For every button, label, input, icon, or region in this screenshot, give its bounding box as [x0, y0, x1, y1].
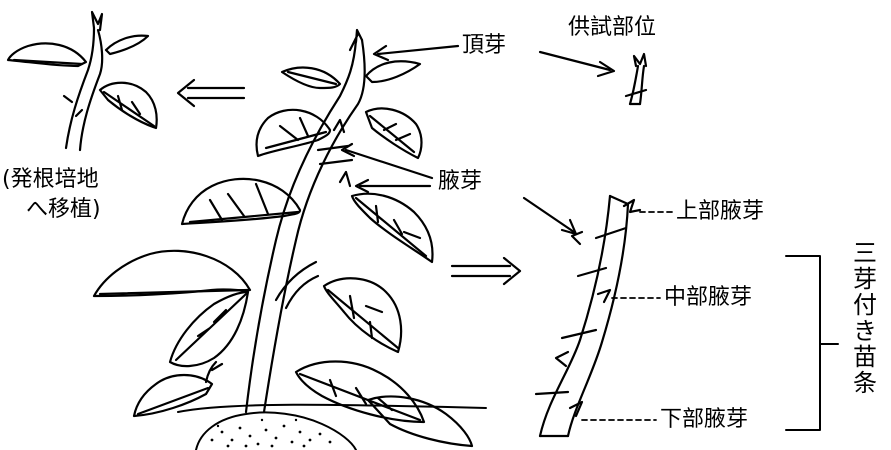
label-upper-bud: 上部腋芽 — [676, 200, 764, 224]
test-part-arrow-icon — [540, 52, 614, 76]
label-test-part: 供試部位 — [568, 16, 656, 40]
middle-bud-stub — [556, 352, 568, 366]
double-arrow-right-icon — [452, 258, 520, 284]
label-axillary-bud: 腋芽 — [438, 170, 482, 194]
main-plant — [94, 30, 486, 450]
cut-mark — [578, 268, 606, 276]
axillary-bud-arrow-upper-icon — [342, 144, 432, 178]
leaf — [366, 61, 420, 82]
axillary-bud-arrow-cutting-icon — [524, 198, 576, 234]
bracket — [786, 256, 838, 430]
main-leaves — [94, 61, 472, 446]
leaf — [296, 362, 424, 423]
cut-mark — [536, 392, 568, 394]
label-three-bud-cutting: 三芽付き苗条 — [852, 240, 878, 396]
arrows — [178, 46, 614, 284]
cutting-top-cut — [610, 196, 628, 204]
label-apical-bud: 頂芽 — [462, 34, 506, 58]
label-rooting-line1: (発根培地 — [2, 168, 99, 192]
leaf — [106, 36, 148, 54]
leaf — [134, 375, 212, 416]
axillary-bud-arrow-lower-icon — [356, 180, 430, 192]
three-bud-cutting-specimen — [536, 196, 640, 436]
label-lower-bud: 下部腋芽 — [660, 408, 748, 432]
label-middle-bud: 中部腋芽 — [664, 286, 752, 310]
apical-cutting-tip — [92, 12, 102, 30]
soil-stipple — [211, 419, 332, 448]
test-part-specimen — [626, 54, 646, 104]
label-rooting-line2: へ移植) — [26, 198, 101, 222]
axillary-nub-1 — [334, 120, 344, 132]
apical-cutting-stem — [66, 28, 102, 150]
dashed-leaders — [582, 212, 674, 420]
cutting-stem-right — [568, 204, 628, 436]
apical-bud-arrow-icon — [374, 46, 458, 60]
leaf — [94, 251, 250, 296]
cut-mark — [562, 330, 596, 338]
soil-mound — [196, 412, 356, 450]
double-arrow-left-icon — [178, 80, 244, 106]
axillary-nub-2 — [340, 172, 350, 186]
upper-axillary-bud — [624, 200, 640, 212]
base-sprout — [206, 362, 222, 382]
middle-axillary-bud — [598, 290, 610, 302]
cut-mark — [596, 228, 626, 238]
apical-cutting — [8, 12, 157, 150]
main-stem — [246, 40, 365, 412]
